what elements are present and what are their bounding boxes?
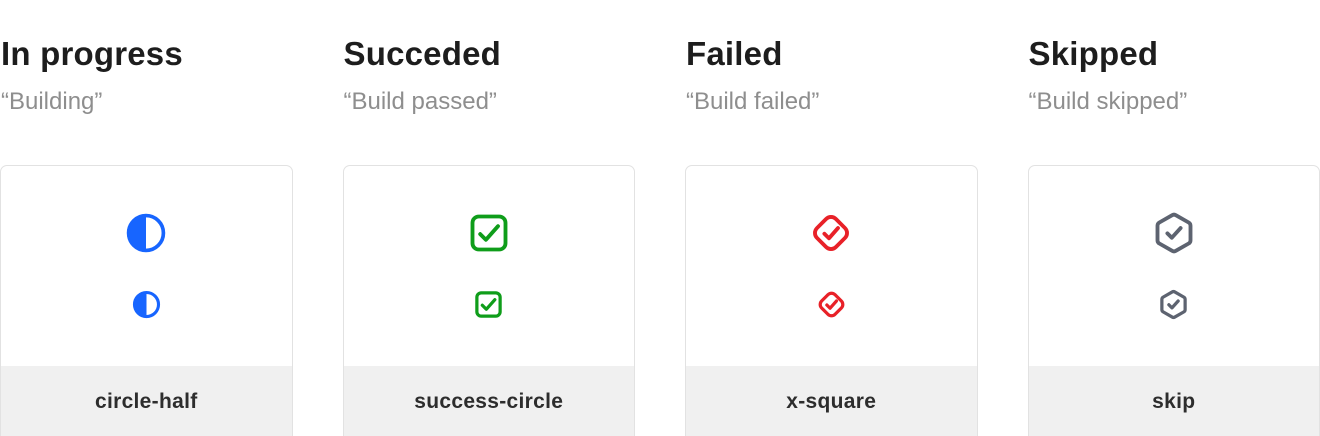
state-column-skipped: Skipped “Build skipped” skip — [1027, 35, 1320, 436]
checkbox-check-icon — [470, 214, 508, 252]
icon-card: success-circle — [342, 164, 635, 436]
hexagon-check-icon — [1155, 212, 1193, 254]
state-column-succeded: Succeded “Build passed” success-circle — [342, 35, 635, 436]
icon-name-footer: skip — [1028, 365, 1319, 436]
icon-name-label: success-circle — [414, 389, 564, 413]
hexagon-check-icon — [1160, 290, 1187, 320]
state-column-failed: Failed “Build failed” x-square — [685, 35, 978, 436]
icon-preview-area — [344, 166, 635, 366]
icon-preview-area — [686, 166, 977, 366]
icon-name-label: skip — [1152, 389, 1196, 413]
diamond-check-icon — [813, 215, 850, 252]
state-title: In progress — [1, 35, 183, 72]
diamond-check-icon — [818, 291, 845, 318]
state-title: Failed — [686, 35, 783, 72]
state-quote: “Build skipped” — [1028, 88, 1188, 116]
icon-preview-area — [1029, 166, 1320, 366]
icon-preview-area — [1, 166, 292, 366]
checkbox-check-icon — [475, 291, 502, 318]
icon-name-label: circle-half — [94, 389, 198, 413]
icon-name-footer: x-square — [686, 365, 977, 436]
state-quote: “Build failed” — [686, 88, 820, 116]
icon-card: skip — [1027, 164, 1320, 436]
state-column-in-progress: In progress “Building” circle-half — [0, 35, 293, 436]
icon-card: circle-half — [0, 164, 293, 436]
circle-half-icon — [132, 291, 160, 319]
state-quote: “Build passed” — [343, 88, 497, 116]
icon-name-footer: circle-half — [1, 365, 292, 436]
icon-name-footer: success-circle — [343, 365, 634, 436]
state-quote: “Building” — [1, 88, 103, 116]
state-title: Skipped — [1028, 35, 1159, 72]
state-title: Succeded — [343, 35, 501, 72]
icon-name-label: x-square — [786, 389, 877, 413]
icon-card: x-square — [685, 164, 978, 436]
circle-half-icon — [127, 213, 166, 253]
